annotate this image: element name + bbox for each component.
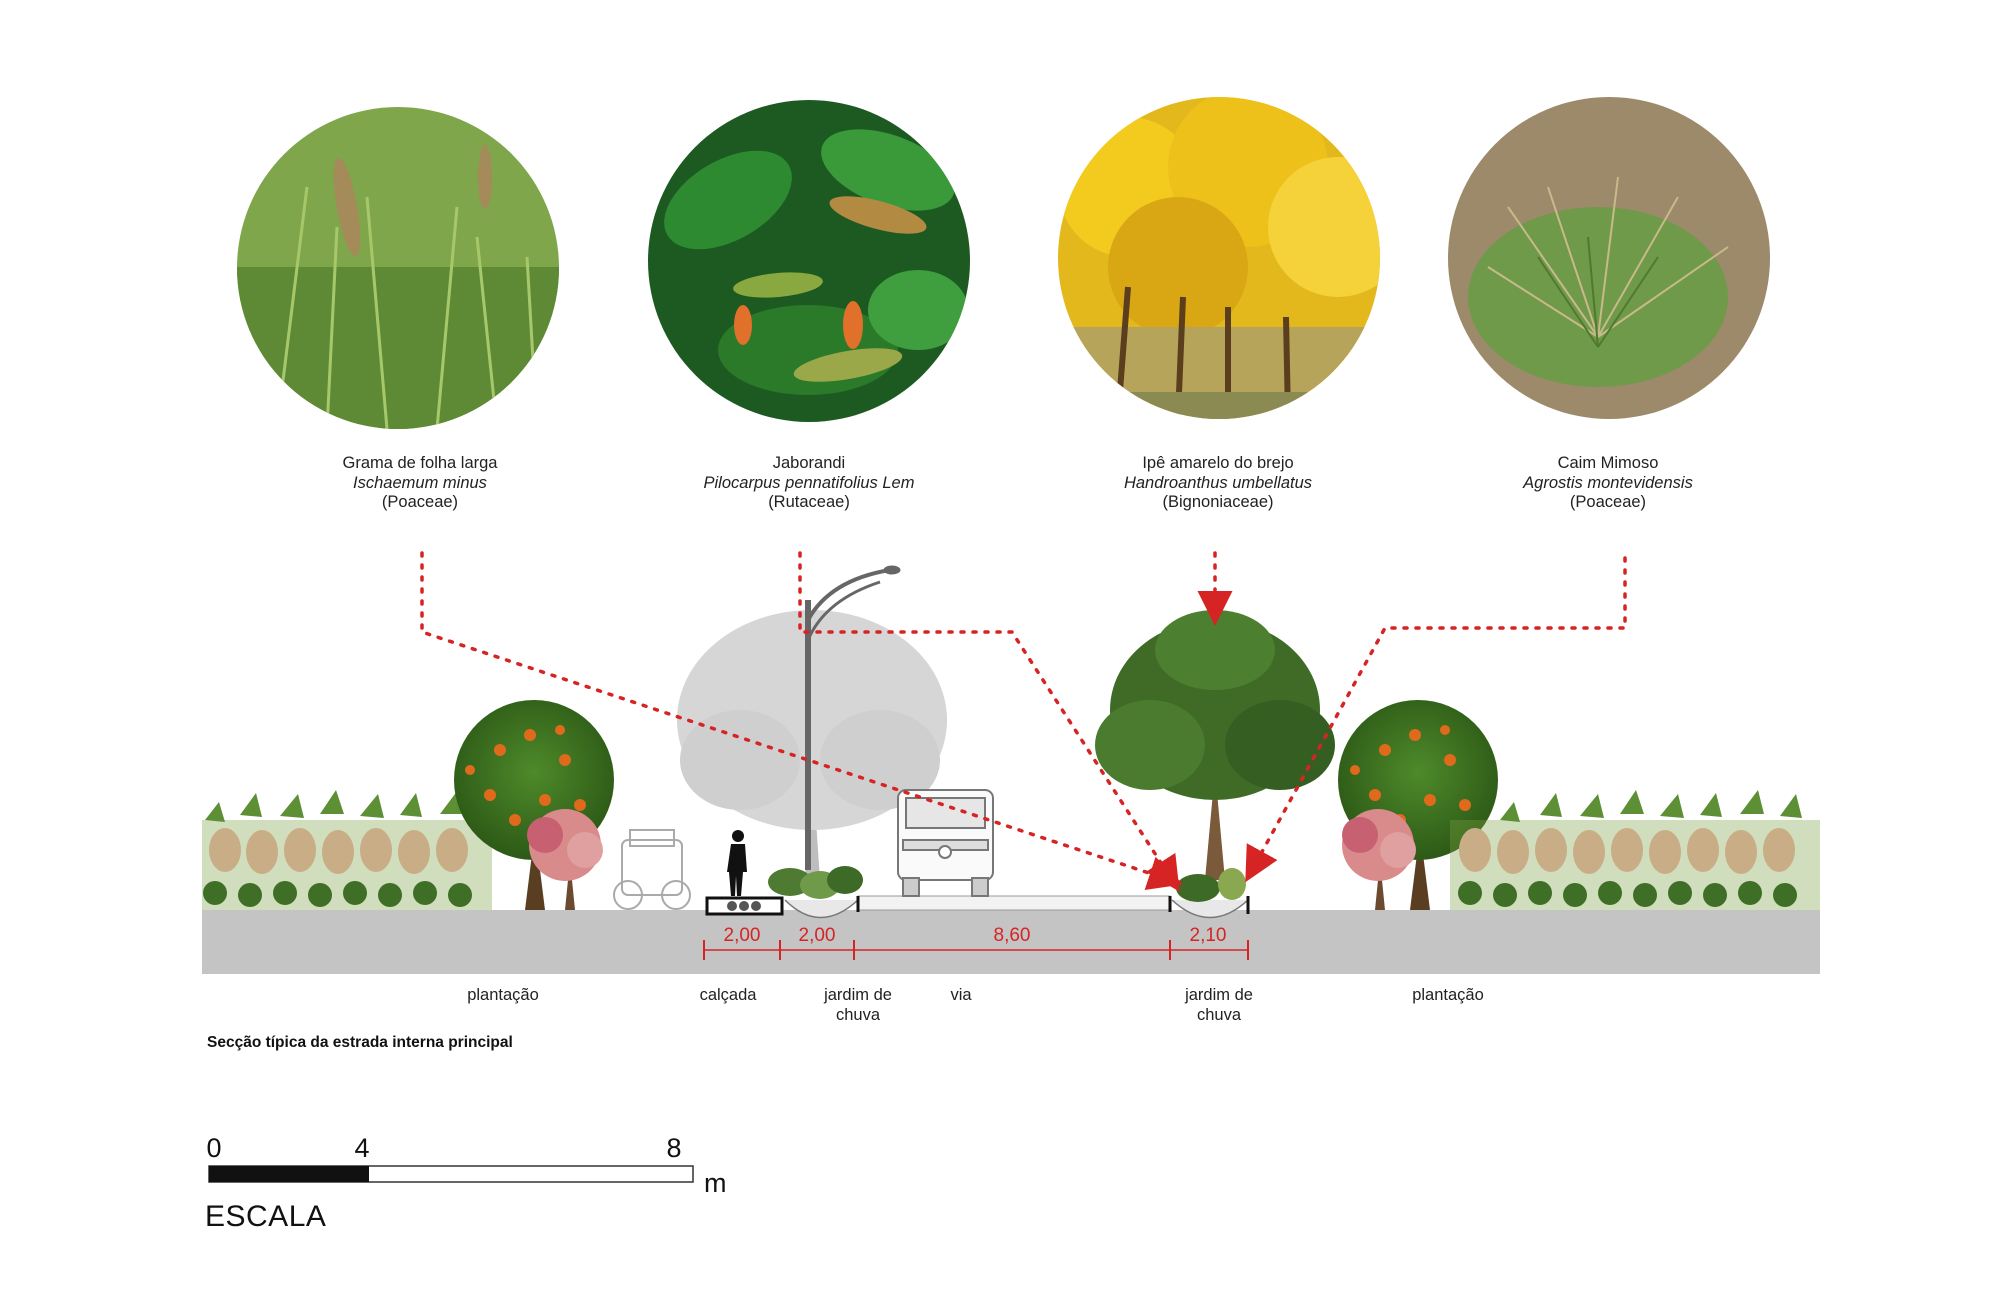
scale-tick-0: 0: [206, 1133, 222, 1163]
ipe-tree: [1095, 610, 1335, 880]
scale-title: ESCALA: [205, 1200, 327, 1233]
scale-bar: [208, 1165, 694, 1183]
label-via: via: [950, 986, 972, 1004]
sidewalk: [705, 896, 784, 916]
leader-arrow-jaborandi: [798, 551, 1180, 892]
section-title: Secção típica da estrada interna princip…: [207, 1034, 513, 1051]
ground-band: [202, 910, 1820, 974]
plant-common-name: Jaborandi: [772, 454, 846, 472]
plant-family: (Poaceae): [381, 493, 459, 511]
scale-tick-8: 8: [666, 1133, 682, 1163]
dimension-jardim-left: 2,00: [798, 925, 836, 946]
rain-garden-right: [1171, 868, 1250, 919]
left-flowering-shrub: [527, 809, 603, 910]
ipe-photo-icon: [1058, 97, 1380, 419]
plant-label-ipe: Ipê amarelo do brejo Handroanthus umbell…: [1008, 454, 1428, 513]
leader-arrow-caim: [1245, 556, 1627, 883]
caim-photo-icon: [1448, 97, 1770, 419]
label-jardim-left-line1: jardim de: [824, 986, 892, 1004]
scale-unit: m: [704, 1168, 727, 1198]
label-jardim-right-line1: jardim de: [1185, 986, 1253, 1004]
jaborandi-photo-icon: [648, 100, 970, 422]
grass-photo-icon: [237, 107, 559, 429]
leader-arrows: [420, 551, 1627, 892]
plant-scientific-name: Agrostis montevidensis: [1523, 473, 1693, 492]
plant-label-jaborandi: Jaborandi Pilocarpus pennatifolius Lem (…: [599, 454, 1019, 513]
label-plantacao-left: plantação: [467, 986, 539, 1004]
tractor: [613, 829, 691, 910]
right-plantation: [1450, 790, 1820, 910]
label-jardim-right: jardim de chuva: [1185, 986, 1253, 1025]
label-jardim-left: jardim de chuva: [824, 986, 892, 1025]
plant-label-caim: Caim Mimoso Agrostis montevidensis (Poac…: [1398, 454, 1818, 513]
roadway: [856, 895, 1172, 912]
label-jardim-right-line2: chuva: [1196, 1005, 1242, 1024]
plant-scientific-name: Pilocarpus pennatifolius Lem: [703, 473, 915, 492]
street-lamp: [805, 565, 901, 870]
dimension-calcada: 2,00: [723, 925, 761, 946]
left-plantation: [202, 790, 492, 910]
plant-scientific-name: Handroanthus umbellatus: [1123, 473, 1313, 492]
dimension-via: 8,60: [993, 925, 1031, 946]
plant-common-name: Caim Mimoso: [1557, 454, 1659, 472]
scale-tick-4: 4: [354, 1133, 370, 1163]
plant-label-grass: Grama de folha larga Ischaemum minus (Po…: [210, 454, 630, 513]
plant-common-name: Ipê amarelo do brejo: [1142, 454, 1294, 472]
label-plantacao-right: plantação: [1412, 986, 1484, 1004]
label-calcada: calçada: [699, 986, 757, 1004]
dimension-line: [703, 940, 1249, 960]
plant-family: (Bignoniaceae): [1162, 493, 1274, 511]
plant-scientific-name: Ischaemum minus: [353, 473, 487, 492]
right-flowering-shrub: [1342, 809, 1416, 910]
dimension-jardim-right: 2,10: [1189, 925, 1227, 946]
plant-common-name: Grama de folha larga: [342, 454, 498, 472]
truck: [897, 789, 994, 897]
rain-garden-left: [768, 866, 863, 919]
plant-family: (Rutaceae): [768, 493, 850, 511]
label-jardim-left-line2: chuva: [835, 1005, 881, 1024]
leader-arrow-grass: [420, 551, 1184, 891]
background-tree: [677, 610, 947, 880]
pedestrian-icon: [727, 830, 747, 896]
plant-family: (Poaceae): [1569, 493, 1647, 511]
